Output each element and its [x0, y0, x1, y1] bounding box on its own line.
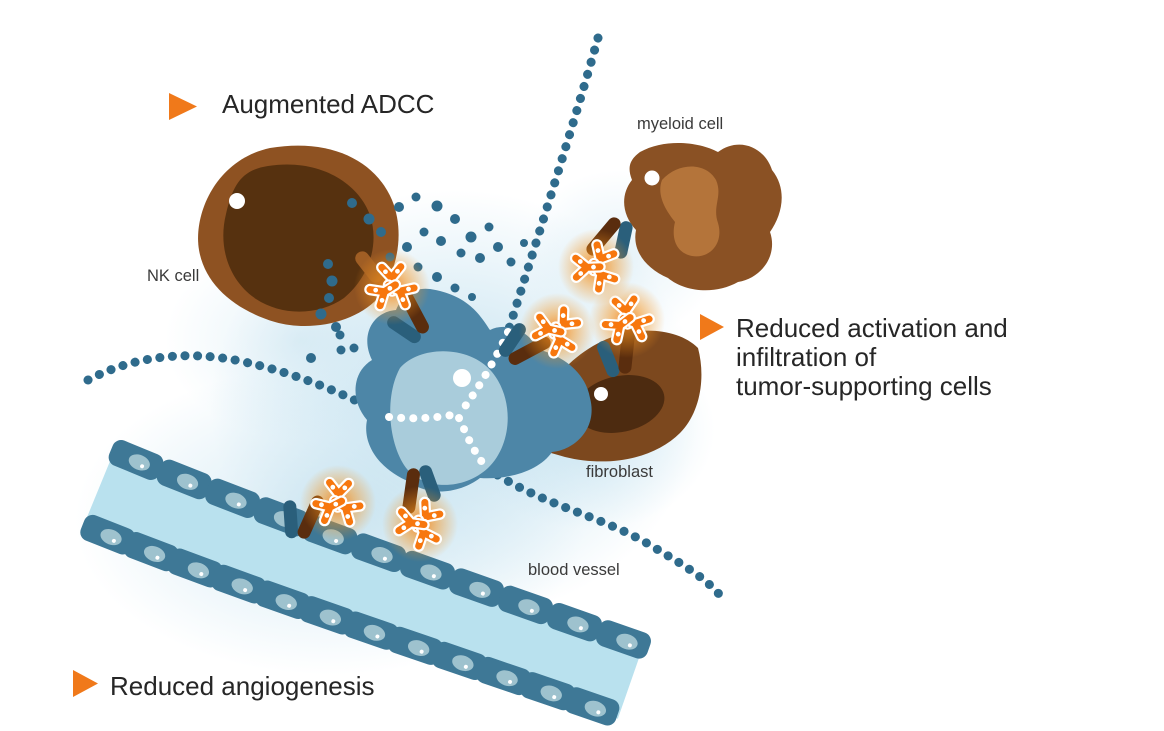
granule-dot [394, 202, 404, 212]
bullet-triangle-infiltration [700, 314, 724, 340]
white-dots-left-branch [385, 410, 462, 423]
label-fibroblast: fibroblast [586, 463, 653, 481]
granule-dot [349, 343, 359, 353]
label-nk-cell: NK cell [147, 267, 199, 285]
myeloid-cell [624, 142, 782, 291]
white-dots-bottom-branch [455, 414, 489, 470]
granule-dot [411, 192, 421, 202]
granule-dot [475, 253, 485, 263]
granule-dot [376, 227, 386, 237]
granule-dot [506, 257, 516, 267]
granule-dot [315, 308, 327, 320]
dotted-curve-left [83, 351, 394, 422]
label-myeloid-cell: myeloid cell [637, 115, 723, 133]
granule-dot [456, 248, 466, 258]
label-blood-vessel: blood vessel [528, 561, 620, 579]
dotted-curves [83, 33, 731, 608]
dotted-curves-white [385, 328, 512, 470]
white-dots-top-branch [456, 328, 512, 417]
granule-dot [323, 259, 333, 269]
granule-dot [419, 227, 429, 237]
bullet-triangle-angiogenesis [73, 670, 98, 697]
granule-dot [336, 345, 346, 355]
granule-dot [493, 242, 503, 252]
granule-dot [335, 330, 345, 340]
nk-cell [198, 145, 399, 327]
granule-dot [432, 272, 442, 282]
granule-dot [431, 200, 443, 212]
heading-infiltration-line1: Reduced activation and [736, 313, 1008, 343]
granule-dot [306, 353, 316, 363]
heading-infiltration-line2: infiltration of [736, 342, 877, 372]
granule-dot [520, 239, 528, 247]
granule-dot [347, 198, 357, 208]
heading-angiogenesis: Reduced angiogenesis [110, 671, 375, 701]
granule-dot [450, 214, 460, 224]
dotted-curve-bottom-right [482, 463, 731, 608]
blood-vessel [77, 437, 654, 728]
granule-dot [468, 293, 476, 301]
granule-dot [402, 242, 412, 252]
granule-dot [484, 222, 494, 232]
granule-dot [363, 213, 375, 225]
heading-adcc: Augmented ADCC [222, 89, 434, 119]
bullet-triangle-adcc [169, 93, 197, 120]
heading-infiltration-line3: tumor-supporting cells [736, 371, 992, 401]
granule-dot [324, 293, 334, 303]
granule-dot [331, 322, 341, 332]
dotted-curve-top [503, 33, 603, 337]
granule-dot [465, 231, 477, 243]
vessel-lumen [83, 450, 645, 719]
granule-dot [436, 236, 446, 246]
annotations: Augmented ADCC myeloid cell NK cell Redu… [73, 89, 1008, 701]
granule-dot [450, 283, 460, 293]
granule-dot [326, 275, 338, 287]
